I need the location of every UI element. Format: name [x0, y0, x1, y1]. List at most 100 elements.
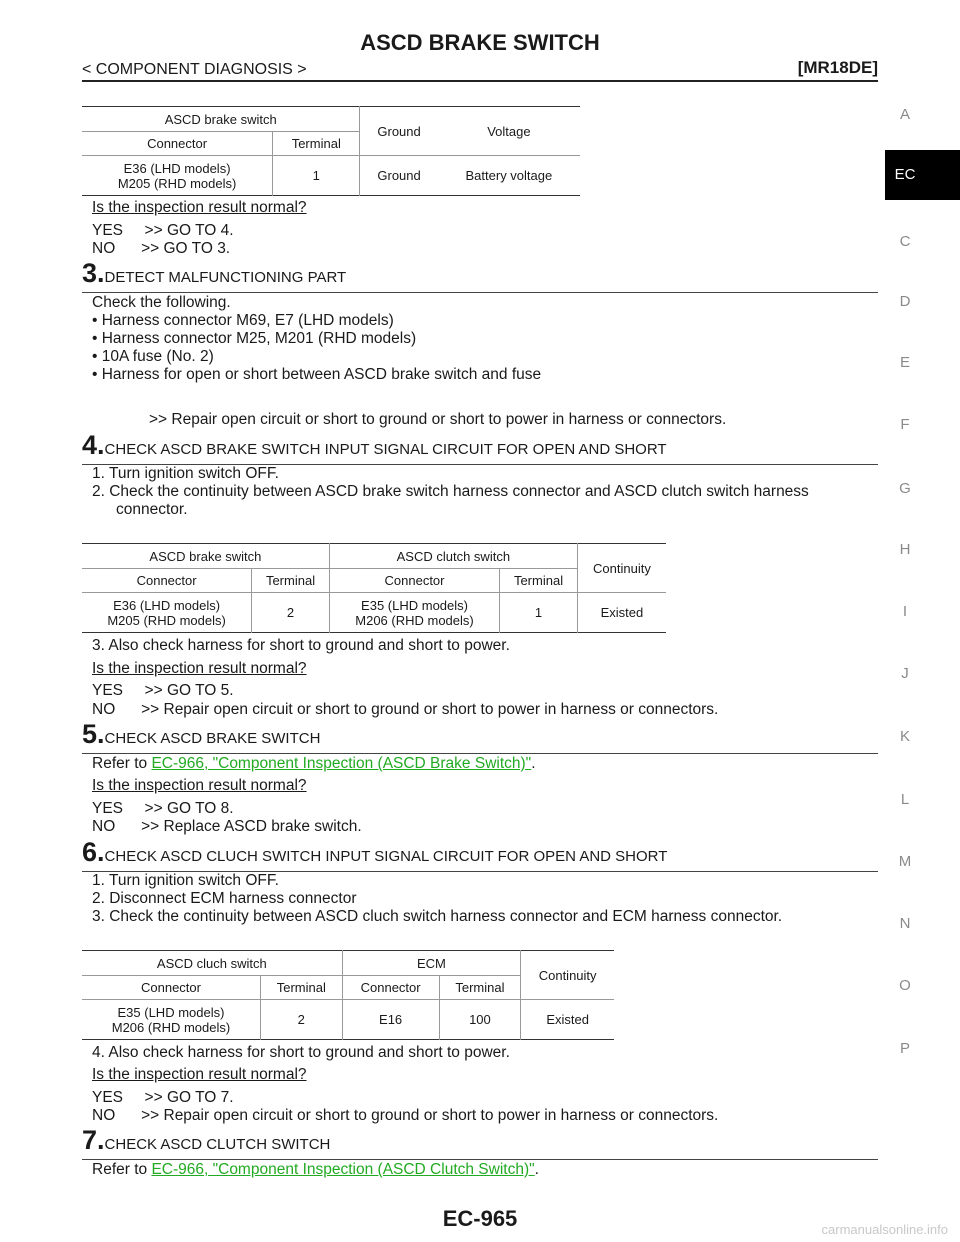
engine-code: [MR18DE]	[797, 58, 878, 77]
inspection-question: Is the inspection result normal?	[92, 1066, 307, 1083]
index-letter-ec-active[interactable]: EC	[885, 150, 960, 200]
step-title: CHECK ASCD CLUTCH SWITCH	[104, 1136, 331, 1153]
component-inspection-clutch-link[interactable]: EC-966, "Component Inspection (ASCD Clut…	[151, 1161, 535, 1178]
connector-rhd: M205 (RHD models)	[107, 612, 226, 628]
step-title: CHECK ASCD BRAKE SWITCH INPUT SIGNAL CIR…	[104, 441, 667, 458]
table-header-terminal: Terminal	[513, 573, 564, 588]
no-branch: NO >> Repair open circuit or short to gr…	[92, 701, 719, 718]
step3-action: >> Repair open circuit or short to groun…	[149, 411, 727, 428]
connector-lhd: E35 (LHD models)	[117, 1004, 225, 1020]
list-item: • 10A fuse (No. 2)	[92, 348, 214, 365]
list-item: • Harness connector M69, E7 (LHD models)	[92, 312, 394, 329]
brake-clutch-continuity-table: ASCD brake switch ASCD clutch switch Con…	[82, 543, 666, 633]
connector-rhd: M206 (RHD models)	[111, 1019, 231, 1035]
index-letter-e[interactable]: E	[899, 354, 910, 371]
table-cell-connector: E35 (LHD models)M206 (RHD models)	[82, 999, 261, 1040]
table-group-header: ASCD brake switch	[82, 543, 330, 569]
table-row: E36 (LHD models)M205 (RHD models) 2 E35 …	[82, 592, 666, 633]
table-header-ground: Ground	[359, 106, 438, 156]
index-letter-c[interactable]: C	[899, 233, 911, 250]
step6-line2: 2. Disconnect ECM harness connector	[92, 890, 357, 907]
step4-line1: 1. Turn ignition switch OFF.	[92, 465, 279, 482]
table-row: E36 (LHD models)M205 (RHD models) 1 Grou…	[82, 155, 580, 196]
refer-prefix: Refer to	[92, 1161, 152, 1178]
index-letter-ec-label: EC	[894, 166, 916, 183]
list-item: • Harness for open or short between ASCD…	[92, 366, 542, 383]
header-rule	[82, 80, 878, 82]
step-number: 7.	[82, 1125, 105, 1155]
yes-branch: YES >> GO TO 5.	[92, 682, 234, 699]
step4-line2b: connector.	[116, 501, 188, 518]
table-header-connector: Connector	[329, 568, 501, 593]
step-number: 5.	[82, 719, 105, 749]
table-row: E35 (LHD models)M206 (RHD models) 2 E16 …	[82, 999, 614, 1040]
brake-switch-voltage-table: ASCD brake switch Ground Voltage Connect…	[82, 106, 580, 196]
list-item: • Harness connector M25, M201 (RHD model…	[92, 330, 417, 347]
index-letter-g[interactable]: G	[899, 480, 911, 497]
table-group-header: ASCD clutch switch	[396, 548, 511, 564]
table-cell-terminal: 1	[312, 168, 320, 183]
step-heading-4: 4.CHECK ASCD BRAKE SWITCH INPUT SIGNAL C…	[82, 430, 878, 465]
table-header-connector: Connector	[342, 975, 440, 1000]
table-cell-ground: Ground	[359, 155, 438, 196]
table-group-header: ASCD brake switch	[164, 111, 277, 127]
index-letter-n[interactable]: N	[899, 915, 911, 932]
index-letter-l[interactable]: L	[900, 791, 910, 808]
step7-refer: Refer to EC-966, "Component Inspection (…	[92, 1161, 539, 1179]
table-cell-connector: E35 (LHD models)M206 (RHD models)	[329, 592, 501, 633]
refer-suffix: .	[534, 1161, 539, 1178]
table-cell-result: Existed	[520, 999, 614, 1040]
step-heading-3: 3.DETECT MALFUNCTIONING PART	[82, 258, 878, 293]
inspection-question: Is the inspection result normal?	[92, 660, 307, 677]
index-letter-f[interactable]: F	[900, 416, 910, 433]
inspection-question: Is the inspection result normal?	[92, 777, 307, 794]
index-letter-m[interactable]: M	[898, 853, 912, 870]
step-title: DETECT MALFUNCTIONING PART	[104, 269, 347, 286]
table-group-header: ECM	[417, 955, 446, 971]
connector-rhd: M206 (RHD models)	[355, 612, 474, 628]
connector-lhd: E36 (LHD models)	[123, 160, 231, 176]
step6-line3: 3. Check the continuity between ASCD clu…	[92, 908, 783, 925]
table-header-voltage: Voltage	[487, 123, 531, 139]
table-cell-result: Existed	[576, 592, 666, 633]
table-header-connector: Connector	[82, 975, 261, 1000]
step-title: CHECK ASCD BRAKE SWITCH	[104, 730, 321, 747]
index-letter-k[interactable]: K	[899, 728, 910, 745]
step4-line3: 3. Also check harness for short to groun…	[92, 637, 510, 654]
yes-branch: YES >> GO TO 8.	[92, 800, 234, 817]
yes-branch: YES >> GO TO 4.	[92, 222, 234, 239]
step-number: 3.	[82, 258, 105, 288]
component-inspection-brake-link[interactable]: EC-966, "Component Inspection (ASCD Brak…	[151, 755, 532, 772]
index-letter-h[interactable]: H	[899, 541, 911, 558]
no-branch: NO >> Repair open circuit or short to gr…	[92, 1107, 719, 1124]
table-header-connector: Connector	[82, 568, 253, 593]
no-branch: NO >> Replace ASCD brake switch.	[92, 818, 362, 835]
page-title: ASCD BRAKE SWITCH	[360, 30, 600, 55]
step3-intro: Check the following.	[92, 294, 231, 311]
index-letter-d[interactable]: D	[899, 293, 911, 310]
table-header-terminal: Terminal	[455, 980, 505, 995]
clutch-ecm-continuity-table: ASCD cluch switch ECM Continuity Connect…	[82, 950, 614, 1040]
step6-line1: 1. Turn ignition switch OFF.	[92, 872, 279, 889]
step-heading-5: 5.CHECK ASCD BRAKE SWITCH	[82, 719, 878, 754]
index-letter-i[interactable]: I	[902, 603, 908, 620]
step-heading-6: 6.CHECK ASCD CLUCH SWITCH INPUT SIGNAL C…	[82, 837, 878, 872]
step-title: CHECK ASCD CLUCH SWITCH INPUT SIGNAL CIR…	[104, 848, 668, 865]
table-header-connector: Connector	[82, 131, 274, 156]
table-cell-connector: E36 (LHD models)M205 (RHD models)	[82, 592, 253, 633]
refer-suffix: .	[531, 755, 536, 772]
inspection-question: Is the inspection result normal?	[92, 199, 307, 216]
step-number: 6.	[82, 837, 105, 867]
step4-line2: 2. Check the continuity between ASCD bra…	[92, 483, 809, 500]
table-cell-terminal: 100	[469, 1012, 491, 1027]
section-index: A EC C D E F G H I J K L M N O P	[885, 0, 960, 1242]
index-letter-j[interactable]: J	[901, 665, 909, 682]
refer-prefix: Refer to	[92, 755, 152, 772]
index-letter-p[interactable]: P	[899, 1040, 910, 1057]
table-cell-terminal: 1	[534, 605, 543, 620]
index-letter-o[interactable]: O	[899, 977, 911, 994]
connector-rhd: M205 (RHD models)	[117, 175, 237, 191]
watermark: carmanualsonline.info	[821, 1222, 948, 1237]
table-header-terminal: Terminal	[291, 136, 341, 151]
index-letter-a[interactable]: A	[899, 106, 910, 123]
